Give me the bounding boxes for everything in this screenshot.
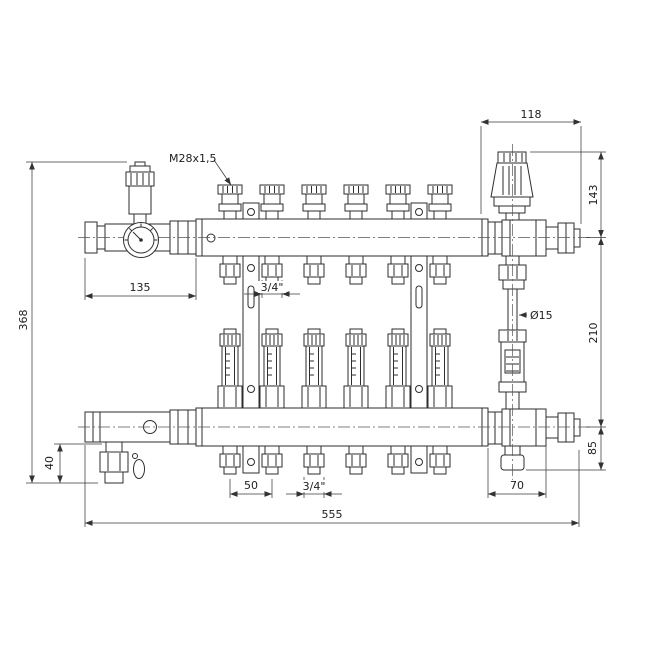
pressure-gauge (123, 222, 159, 258)
valve-cap (427, 184, 453, 220)
outlet-nipple (219, 255, 241, 285)
dim-210-label: 210 (587, 323, 600, 344)
outlet-nipple (387, 255, 409, 285)
flow-meter (385, 328, 411, 409)
flow-meter (259, 328, 285, 409)
flow-meter (217, 328, 243, 409)
outlet-nipple (429, 445, 451, 475)
dim-118-label: 118 (521, 108, 542, 121)
label-bg (258, 281, 286, 293)
flow-meter (301, 328, 327, 409)
return-valve (487, 408, 581, 471)
dim-555-label: 555 (322, 508, 343, 521)
thermostatic-valve (487, 219, 581, 257)
outlet-nipple (303, 255, 325, 285)
flow-meter (343, 328, 369, 409)
dim-135-label: 135 (130, 281, 151, 294)
leader-lines (213, 159, 527, 318)
outlet-nipple (219, 445, 241, 475)
centerlines (78, 144, 590, 480)
thread-callout-leader (213, 159, 232, 186)
thread-callout-label: M28x1,5 (169, 152, 217, 165)
outlet-nipple (345, 255, 367, 285)
dim-40-label: 40 (43, 456, 56, 470)
label-bg (301, 480, 327, 492)
outlet-nipple (261, 255, 283, 285)
diameter-callout-label: Ø15 (530, 309, 553, 322)
dim-70-label: 70 (510, 479, 524, 492)
outlet-nipple (345, 445, 367, 475)
dimension-lines (29, 119, 604, 526)
thermostatic-head (490, 151, 534, 221)
valve-cap (385, 184, 411, 220)
outlet-nipple (429, 255, 451, 285)
dim-85-label: 85 (586, 441, 599, 455)
outlet-nipple (387, 445, 409, 475)
valve-cap (217, 184, 243, 220)
flow-meter (427, 328, 453, 409)
valve-cap (343, 184, 369, 220)
dim-50-label: 50 (244, 479, 258, 492)
dim-143-label: 143 (587, 185, 600, 206)
air-vent (125, 161, 155, 226)
valve-cap (259, 184, 285, 220)
outlet-nipple (303, 445, 325, 475)
drain-valve (99, 441, 145, 484)
outlet-nipple (261, 445, 283, 475)
dim-three-quarter-bottom-label: 3/4" (303, 480, 326, 493)
dim-three-quarter-top-label: 3/4" (261, 281, 284, 294)
dim-368-label: 368 (17, 310, 30, 331)
valve-cap (301, 184, 327, 220)
